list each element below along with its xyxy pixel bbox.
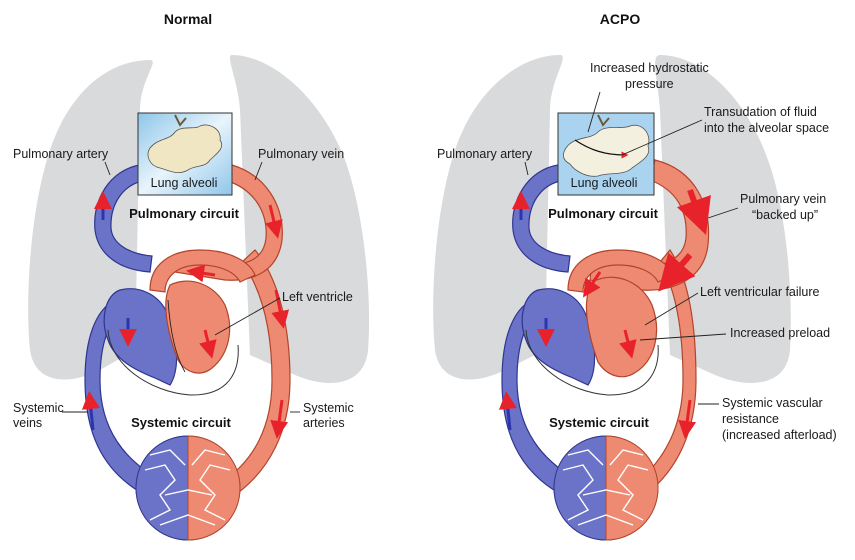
leader-increased-preload — [639, 333, 727, 341]
leader-pulmonary-vein-normal — [254, 161, 263, 181]
capillary-arterial-half — [187, 435, 241, 541]
label-systemic-veins-1: Systemic — [13, 401, 64, 415]
heart-left-side-acpo — [585, 276, 658, 378]
capillary-network-acpo — [562, 449, 649, 526]
panel-acpo: ACPO — [433, 11, 837, 541]
label-hydrostatic-2: pressure — [625, 77, 674, 91]
label-pulmonary-circuit-acpo: Pulmonary circuit — [548, 206, 658, 221]
leader-pulmonary-artery-acpo — [524, 161, 529, 176]
heart-outline-acpo — [525, 329, 659, 396]
label-pulmonary-vein-normal: Pulmonary vein — [258, 147, 344, 161]
alveoli-shape-acpo — [562, 124, 650, 177]
label-transudation-1: Transudation of fluid — [704, 105, 817, 119]
capillary-venous-half — [135, 435, 189, 541]
panel-title-normal: Normal — [164, 11, 212, 27]
aortic-arch — [149, 249, 256, 293]
right-lung — [229, 55, 370, 383]
bronchiole-icon-acpo — [597, 114, 610, 127]
heart-right-side-acpo — [521, 288, 596, 386]
panel-title-acpo: ACPO — [600, 11, 641, 27]
label-pulmonary-vein-acpo-2: “backed up” — [752, 208, 818, 222]
label-left-ventricle-normal: Left ventricle — [282, 290, 353, 304]
leader-pulmonary-vein-acpo — [707, 207, 739, 219]
leader-lv-failure — [644, 292, 699, 326]
flow-arrows-normal — [81, 191, 290, 439]
label-increased-preload: Increased preload — [730, 326, 830, 340]
capillary-venous-half-acpo — [553, 435, 607, 541]
label-pulmonary-vein-acpo-1: Pulmonary vein — [740, 192, 826, 206]
panel-normal: Normal — [13, 11, 370, 541]
heart-outline — [107, 329, 239, 396]
label-lung-alveoli-normal: Lung alveoli — [151, 176, 218, 190]
label-hydrostatic-1: Increased hydrostatic — [590, 61, 709, 75]
label-systemic-circuit-acpo: Systemic circuit — [549, 415, 649, 430]
leader-hydrostatic — [587, 91, 601, 133]
label-pulmonary-circuit-normal: Pulmonary circuit — [129, 206, 239, 221]
heart-right-side — [103, 288, 178, 386]
label-lv-failure: Left ventricular failure — [700, 285, 820, 299]
septum — [167, 299, 186, 373]
label-systemic-arteries-2: arteries — [303, 416, 345, 430]
capillary-arterial-half-acpo — [605, 435, 659, 541]
label-systemic-veins-2: veins — [13, 416, 42, 430]
pulmonary-vein-vessel — [174, 164, 283, 281]
capillary-network — [144, 449, 231, 526]
leader-left-ventricle-normal — [214, 297, 281, 336]
fluid-arrow — [574, 139, 629, 159]
leader-transudation — [621, 119, 703, 156]
label-systemic-circuit-normal: Systemic circuit — [131, 415, 231, 430]
label-resistance-3: (increased afterload) — [722, 428, 837, 442]
alveoli-shape-normal — [147, 124, 223, 173]
label-resistance-1: Systemic vascular — [722, 396, 823, 410]
label-pulmonary-artery-normal: Pulmonary artery — [13, 147, 109, 161]
label-resistance-2: resistance — [722, 412, 779, 426]
label-systemic-arteries-1: Systemic — [303, 401, 354, 415]
flow-arrows-acpo — [498, 188, 711, 439]
bronchiole-icon-normal — [174, 114, 187, 127]
label-transudation-2: into the alveolar space — [704, 121, 829, 135]
label-pulmonary-artery-acpo: Pulmonary artery — [437, 147, 533, 161]
leader-pulmonary-artery-normal — [104, 161, 111, 176]
label-lung-alveoli-acpo: Lung alveoli — [571, 176, 638, 190]
